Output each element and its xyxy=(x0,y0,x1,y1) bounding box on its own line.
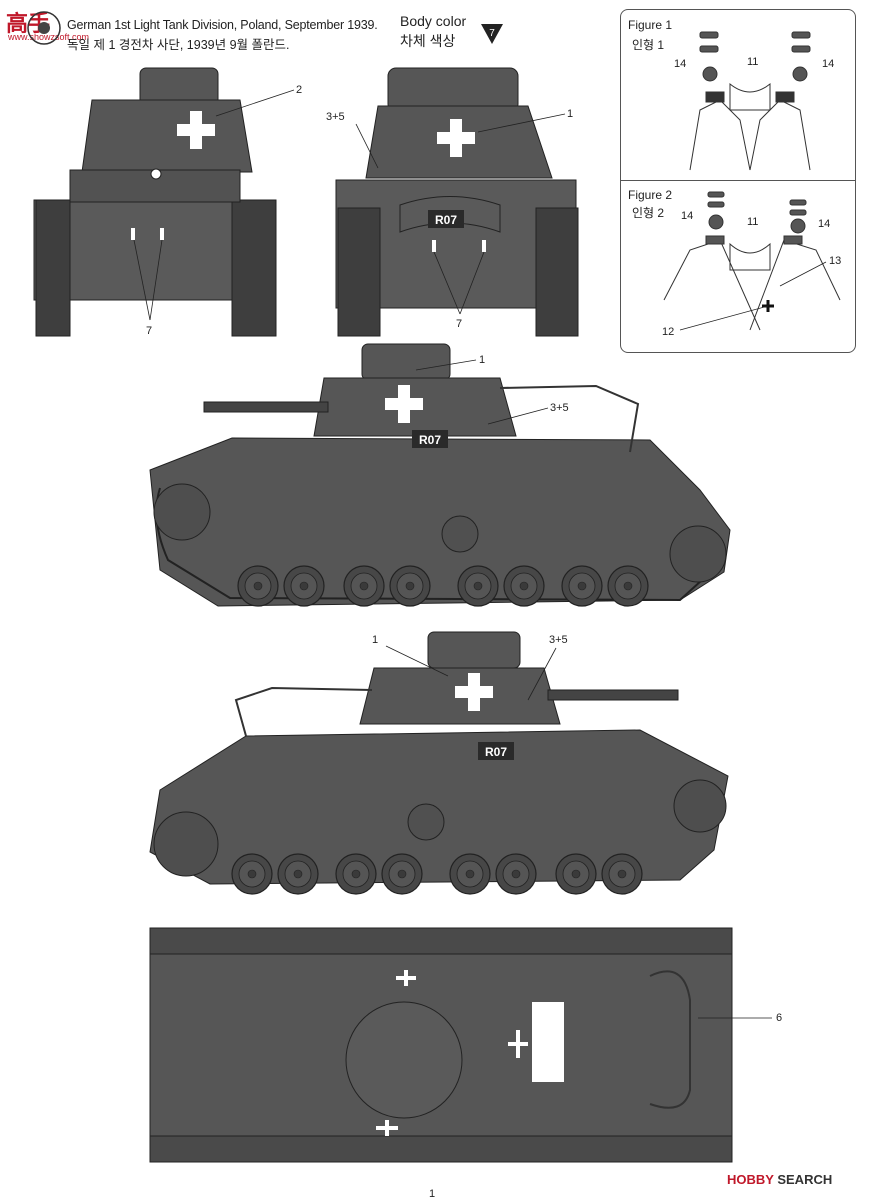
callout-fig2-14-right: 14 xyxy=(818,218,831,230)
callout-fig1-14-right: 14 xyxy=(822,58,835,70)
logo-emblem xyxy=(27,11,61,45)
callout-fig1-11: 11 xyxy=(747,56,759,68)
body-color-label: Body color xyxy=(400,13,467,29)
callout-front-7: 7 xyxy=(146,325,153,337)
tank-top-view xyxy=(149,927,772,1163)
callout-fig2-14-left: 14 xyxy=(681,210,694,222)
callout-fig1-14-left: 14 xyxy=(674,58,687,70)
callout-right-3plus5: 3+5 xyxy=(549,634,568,646)
figure-1-title: Figure 1 xyxy=(628,18,673,32)
tank-rear-view: R07 xyxy=(335,67,579,337)
body-color-badge: 7 xyxy=(481,24,503,44)
callout-fig2-11: 11 xyxy=(747,216,759,228)
callout-top-6: 6 xyxy=(776,1012,783,1024)
figure-1-illustration xyxy=(689,31,811,171)
callout-fig2-13: 13 xyxy=(829,255,842,267)
tank-right-side-view: R07 xyxy=(149,631,729,895)
callout-front-2: 2 xyxy=(296,84,303,96)
tank-front-view xyxy=(33,67,295,337)
tank-left-side-view: R07 xyxy=(149,343,731,607)
left-plate: R07 xyxy=(419,433,441,447)
caption-english: German 1st Light Tank Division, Poland, … xyxy=(67,18,378,32)
body-color-label-korean: 차체 색상 xyxy=(400,33,456,49)
figure-1-title-korean: 인형 1 xyxy=(632,38,665,52)
callout-left-3plus5: 3+5 xyxy=(550,402,569,414)
body-color-number: 7 xyxy=(489,28,495,39)
callout-rear-3plus5: 3+5 xyxy=(326,111,345,123)
watermark-part-2: SEARCH xyxy=(777,1172,833,1187)
logo-subtext: www.showzsoft.com xyxy=(8,32,90,42)
callout-rear-1: 1 xyxy=(567,108,574,120)
page-number: 1 xyxy=(429,1188,436,1200)
callout-right-1: 1 xyxy=(372,634,379,646)
figure-2-illustration xyxy=(663,191,841,331)
watermark-part-1: HOBBY xyxy=(727,1172,774,1187)
figure-2-title: Figure 2 xyxy=(628,188,673,202)
caption-korean: 독일 제 1 경전차 사단, 1939년 9월 폴란드. xyxy=(67,38,290,52)
watermark: HOBBY SEARCH xyxy=(727,1172,832,1187)
right-plate: R07 xyxy=(485,745,507,759)
callout-left-1: 1 xyxy=(479,354,486,366)
rear-plate: R07 xyxy=(435,213,457,227)
figure-2-title-korean: 인형 2 xyxy=(632,206,665,220)
callout-rear-7: 7 xyxy=(456,318,463,330)
figure-divider xyxy=(620,180,856,181)
figure-panel xyxy=(620,9,856,353)
callout-fig2-12: 12 xyxy=(662,326,675,338)
